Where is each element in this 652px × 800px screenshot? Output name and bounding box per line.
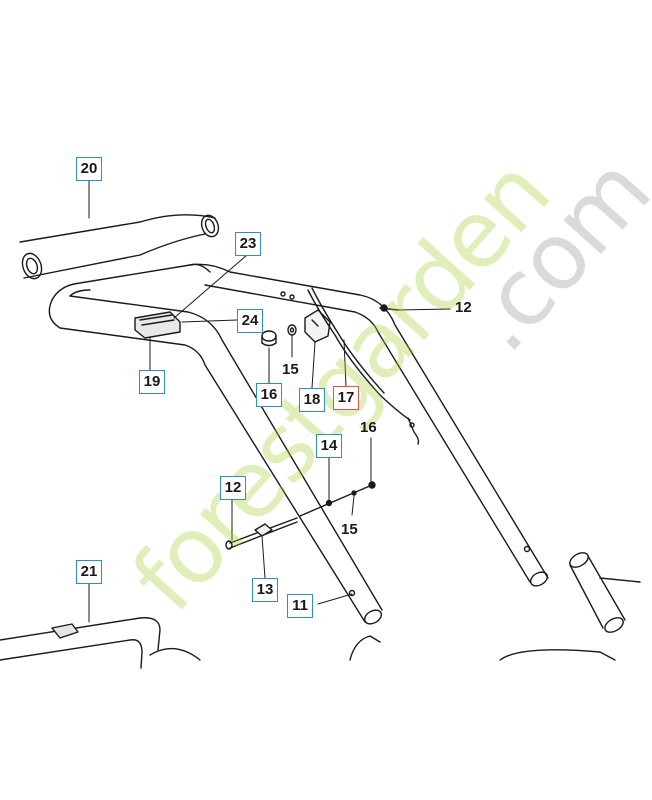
callout-21: 21	[76, 560, 102, 584]
callout-14: 14	[316, 434, 342, 458]
label-12-upper: 12	[455, 299, 472, 316]
callout-18: 18	[299, 388, 325, 412]
callout-24: 24	[237, 309, 263, 333]
part-14-bolt-assembly	[299, 481, 376, 517]
lower-handle-tube	[569, 552, 641, 633]
part-17-cable	[307, 287, 420, 445]
part-20-handle-tube	[19, 214, 220, 280]
label-15-upper: 15	[282, 361, 299, 378]
callout-11: 11	[287, 594, 313, 618]
callout-20: 20	[76, 157, 102, 181]
part-16-knob	[261, 330, 277, 347]
part-15-washer	[287, 324, 297, 336]
callout-12-lower: 12	[220, 476, 246, 500]
part-21-lower-handle	[0, 617, 616, 669]
leader-lines	[88, 179, 451, 623]
part-24-cable-clip	[134, 311, 181, 339]
part-19-upper-handle	[48, 263, 549, 625]
callout-17: 17	[333, 386, 359, 410]
part-13-spacer	[254, 523, 273, 537]
callout-16-upper: 16	[256, 383, 282, 407]
label-16-lower: 16	[360, 419, 377, 436]
callout-23: 23	[235, 232, 261, 256]
callout-13: 13	[252, 578, 278, 602]
part-12-screw-upper	[379, 304, 399, 312]
label-15-lower: 15	[341, 521, 358, 538]
callout-19: 19	[139, 370, 165, 394]
